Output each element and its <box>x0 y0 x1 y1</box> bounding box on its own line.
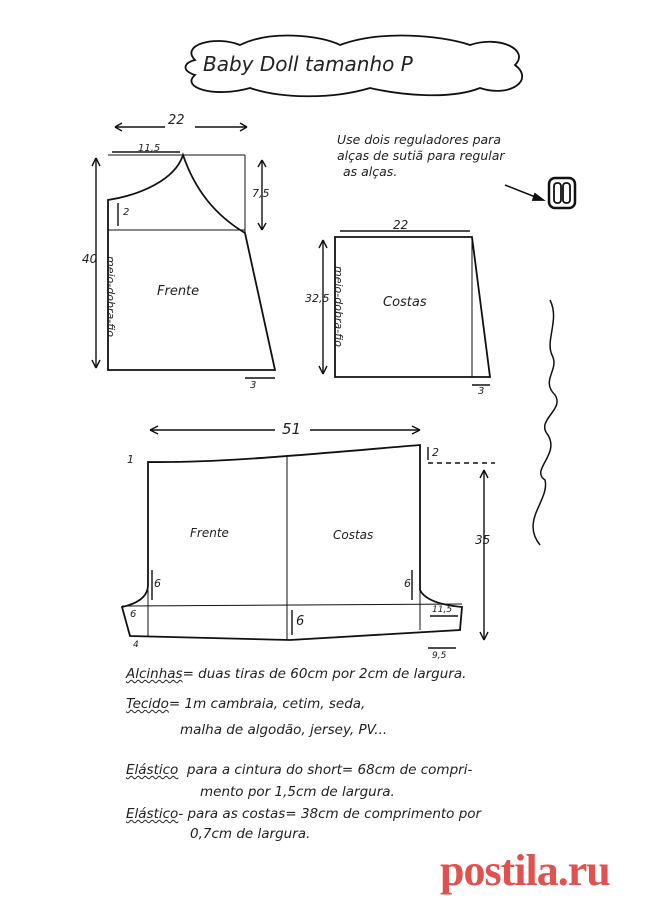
costas-top-piece <box>334 236 492 378</box>
costas-fold-label: meio-dobra-fio <box>332 265 346 348</box>
frente-side-drop-label: 2 <box>123 207 130 218</box>
note-elastico-costas: Elástico- para as costas= 38cm de compri… <box>126 806 481 822</box>
costas-dimension-lines <box>318 230 490 386</box>
frente-dimension-lines <box>91 122 275 379</box>
shorts-right-rise-label: 2 <box>432 446 439 459</box>
elastico1-text-line2: mento por 1,5cm de largura. <box>200 784 395 800</box>
regulator-note-line3: as alças. <box>343 164 398 179</box>
shorts-crotch-left-label: 6 <box>154 577 161 590</box>
frente-neck-label: 11,5 <box>138 143 161 154</box>
shorts-left-rise-label: 1 <box>127 453 134 466</box>
elastico2-text-line2: 0,7cm de largura. <box>190 826 311 842</box>
frente-width-label: 22 <box>168 113 185 128</box>
shorts-hem-label: 6 <box>296 614 305 629</box>
page-title: Baby Doll tamanho P <box>203 52 413 76</box>
costas-height-label: 32,5 <box>305 292 330 305</box>
tecido-text-line2: malha de algodão, jersey, PV... <box>180 722 388 738</box>
elastico2-text: - para as costas= 38cm de comprimento po… <box>178 806 482 822</box>
elastico1-label: Elástico <box>126 762 179 778</box>
title-cloud <box>184 34 523 98</box>
frente-height-label: 40 <box>82 252 98 266</box>
shorts-width-label: 51 <box>282 420 302 438</box>
frente-top-piece <box>107 152 277 371</box>
shorts-crotch-right-label: 6 <box>404 577 411 590</box>
shorts-leg-bottom-label: 9,5 <box>432 651 447 661</box>
costas-top-label: Costas <box>383 295 427 310</box>
frente-top-label: Frente <box>157 284 200 299</box>
alcinhas-label: Alcinhas <box>126 666 183 682</box>
note-tecido: Tecido= 1m cambraia, cetim, seda, <box>126 696 365 712</box>
frente-flare-label: 3 <box>250 380 257 391</box>
shorts-leg-left-label: 6 <box>130 609 137 620</box>
frente-armhole-label: 7,5 <box>252 187 270 200</box>
shorts-front-label: Frente <box>190 526 229 540</box>
shorts-dimension-lines <box>149 425 495 649</box>
costas-width-label: 22 <box>393 218 409 232</box>
watermark-text: postila.ru <box>440 846 611 895</box>
signature <box>532 299 558 546</box>
tecido-text: = 1m cambraia, cetim, seda, <box>168 696 366 712</box>
elastico2-label: Elástico <box>126 806 179 822</box>
alcinhas-text: = duas tiras de 60cm por 2cm de largura. <box>182 666 467 682</box>
shorts-height-label: 35 <box>475 533 491 547</box>
regulator-note-line2: alças de sutiã para regular <box>337 148 505 163</box>
regulator-note-line1: Use dois reguladores para <box>337 132 501 147</box>
elastico1-text: para a cintura do short= 68cm de compri- <box>186 762 473 778</box>
bra-slider-icon <box>504 176 577 210</box>
costas-flare-label: 3 <box>478 386 485 397</box>
note-elastico-cintura: Elástico para a cintura do short= 68cm d… <box>126 762 472 778</box>
watermark: postila.ru <box>440 845 611 896</box>
note-alcinhas: Alcinhas= duas tiras de 60cm por 2cm de … <box>126 666 466 682</box>
shorts-front-crotch-label: 4 <box>133 640 139 650</box>
frente-fold-label: meio-dobra-fio <box>104 255 118 338</box>
shorts-back-crotch-label: 11,5 <box>432 605 453 615</box>
shorts-piece <box>120 444 463 641</box>
shorts-back-label: Costas <box>333 528 374 542</box>
tecido-label: Tecido <box>126 696 169 712</box>
